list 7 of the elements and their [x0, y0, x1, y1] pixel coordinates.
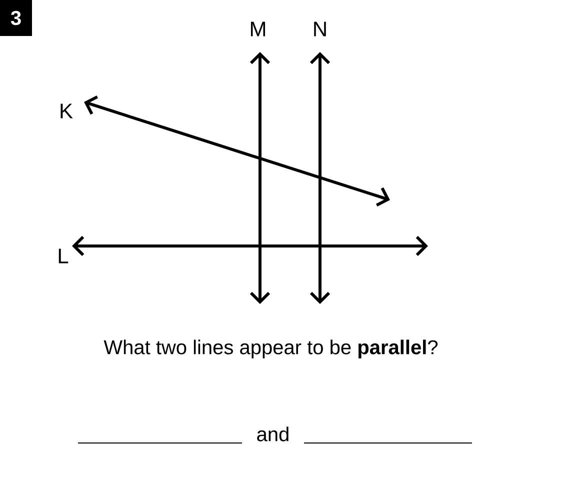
line-label: M — [250, 22, 266, 36]
line-label: K — [60, 104, 73, 118]
line-label: L — [58, 248, 68, 264]
answer-connector-word: and — [257, 426, 288, 442]
line-label: N — [314, 22, 326, 36]
number-badge: 3 — [0, 0, 32, 36]
question-text: What two lines appear to be parallel? — [104, 340, 438, 358]
